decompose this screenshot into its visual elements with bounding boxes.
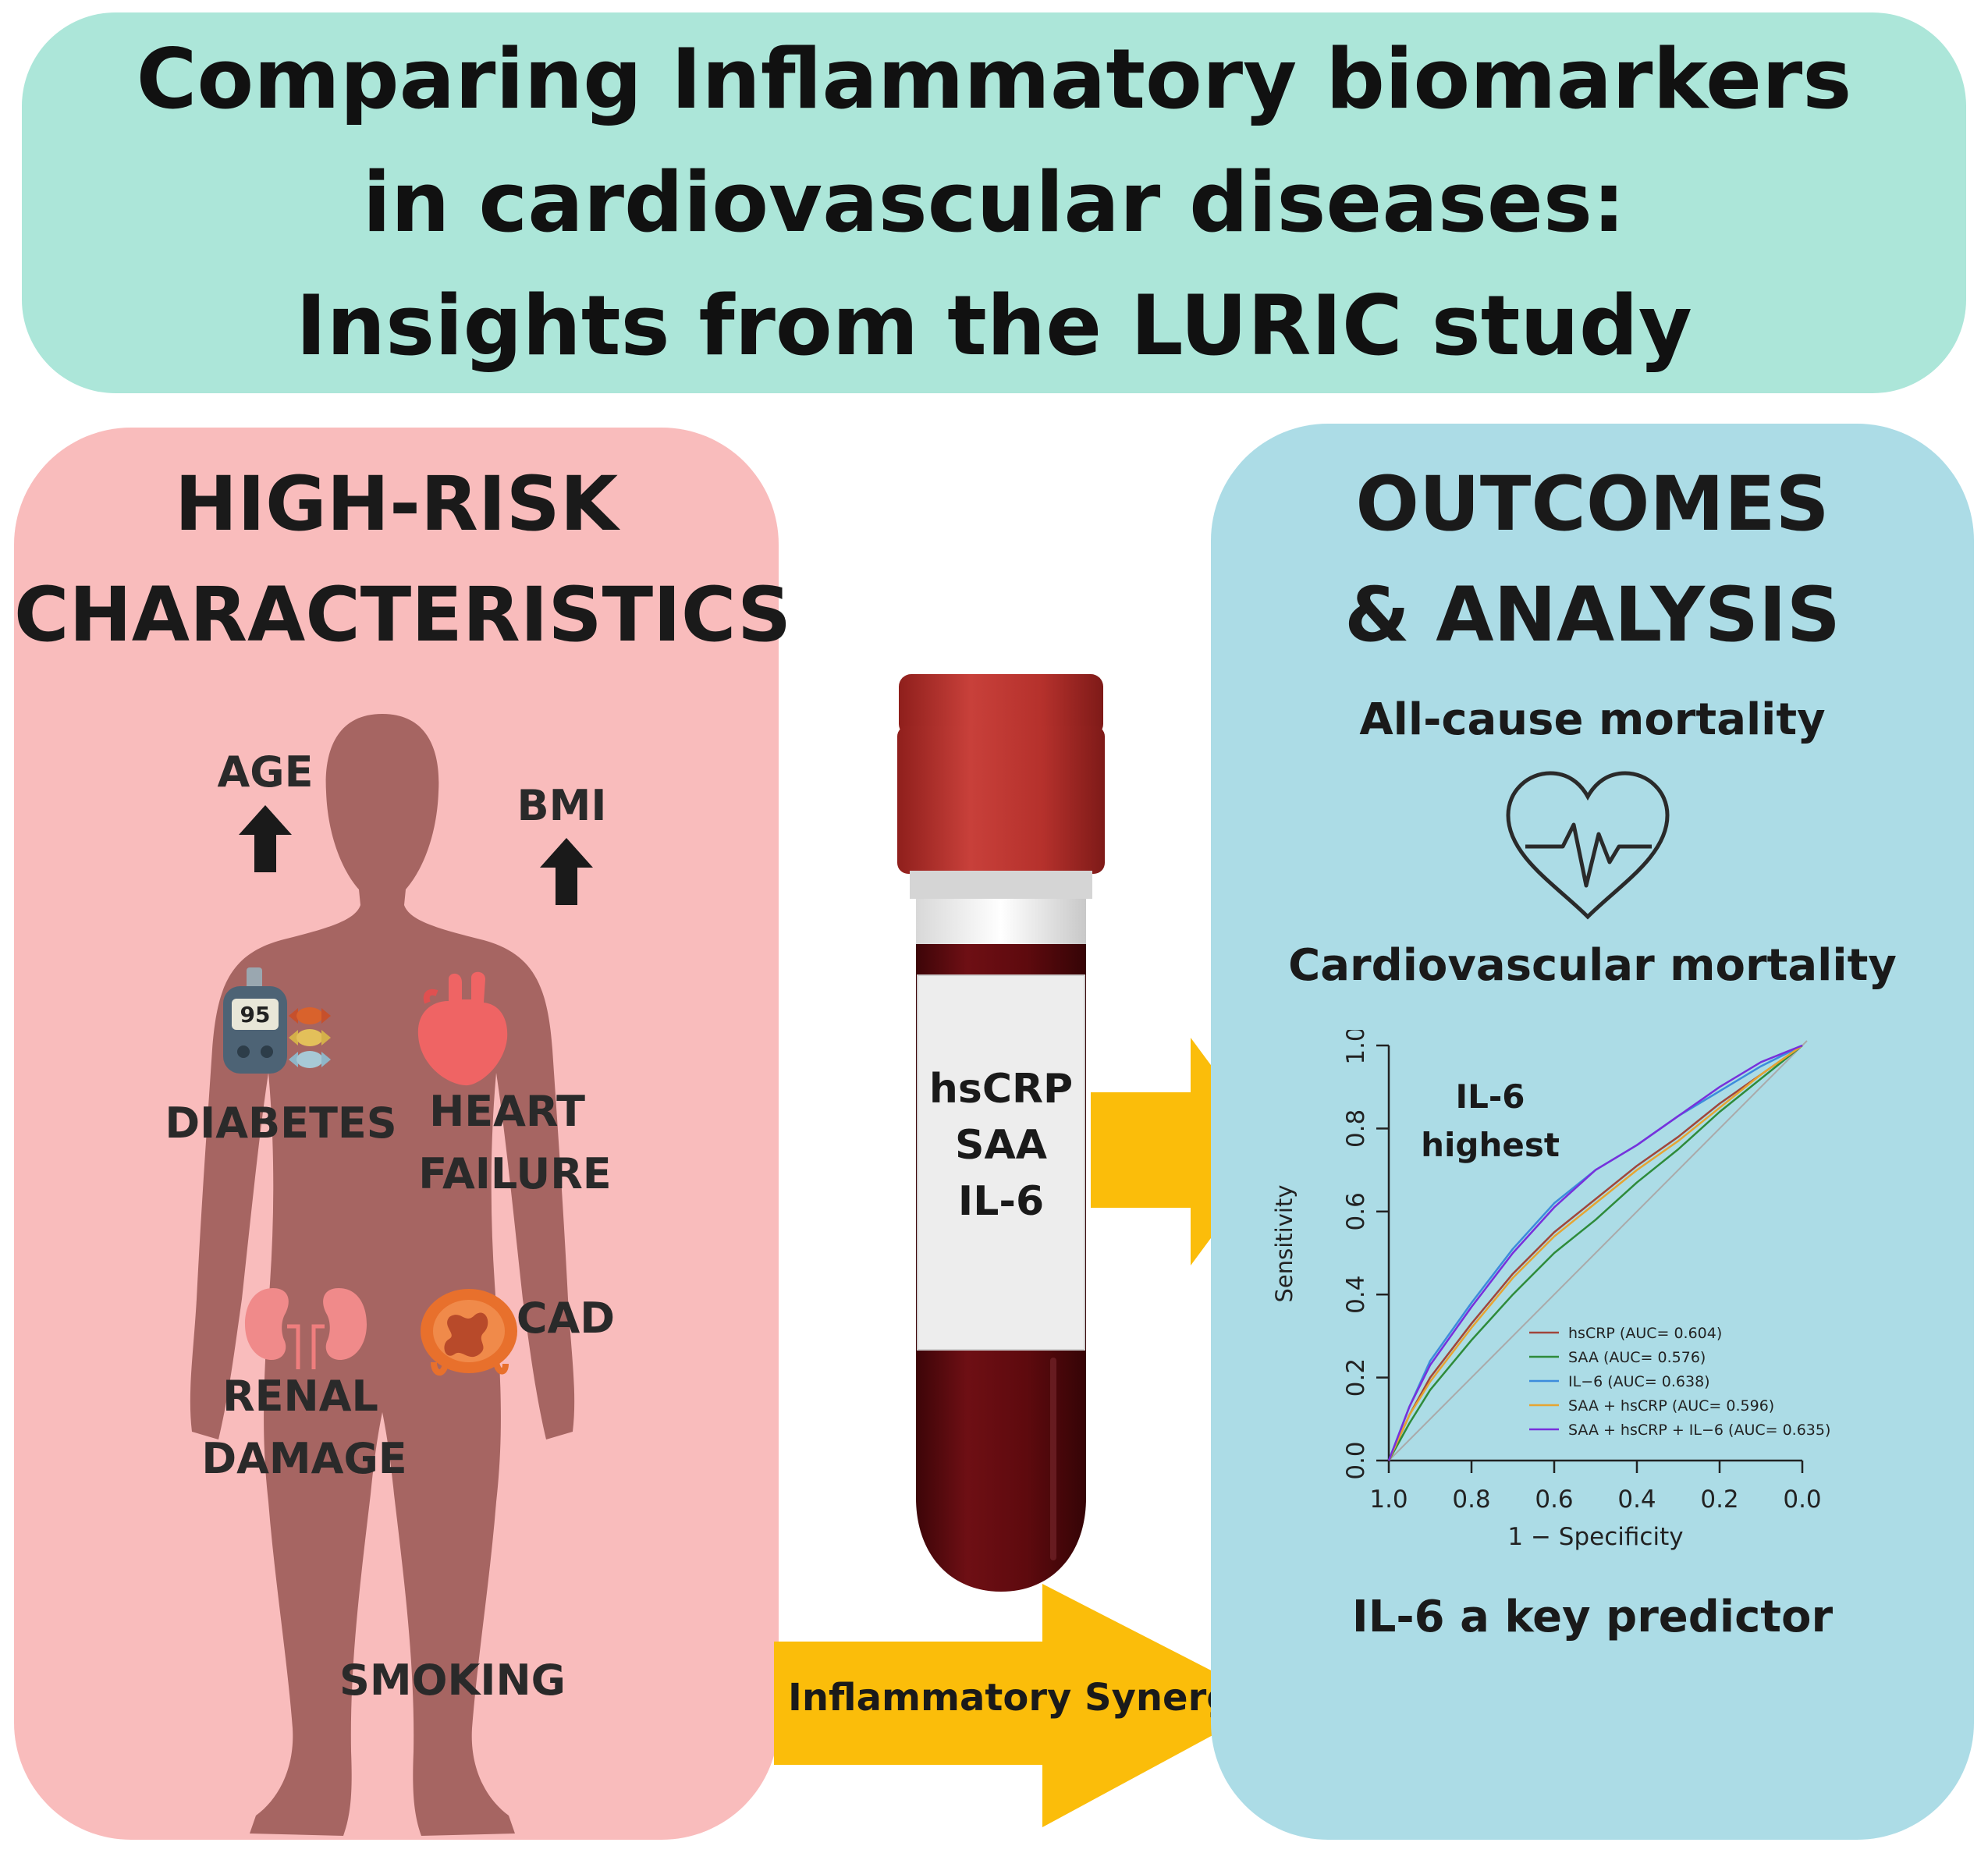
title-banner: Comparing Inflammatory biomarkers in car… bbox=[22, 12, 1966, 393]
age-label: AGE bbox=[217, 747, 314, 797]
synergy-arrow-icon bbox=[774, 1584, 1273, 1827]
y-axis-label: Sensitivity bbox=[1272, 1185, 1298, 1303]
roc-axes bbox=[1387, 1040, 1808, 1462]
outcomes-heading-line-1: OUTCOMES bbox=[1355, 460, 1830, 548]
heart-pulse-icon bbox=[1506, 771, 1670, 920]
reference-diagonal bbox=[1388, 1040, 1808, 1461]
marker-saa: SAA bbox=[955, 1122, 1047, 1169]
outcomes-panel bbox=[1211, 424, 1974, 1840]
roc-curve-3 bbox=[1387, 1044, 1803, 1461]
il6-highest-annotation: IL-6 highest bbox=[1412, 1073, 1568, 1170]
cardiovascular-mortality-label: Cardiovascular mortality bbox=[1288, 940, 1897, 991]
heart-failure-label-line-2: FAILURE bbox=[418, 1149, 612, 1198]
glucometer-icon: 95 bbox=[223, 967, 331, 1074]
y-tick-label: 0.8 bbox=[1342, 1109, 1370, 1148]
bmi-up-arrow-icon bbox=[540, 838, 593, 905]
high-risk-heading-line-2: CHARACTERISTICS bbox=[14, 571, 792, 658]
conclusion-label: IL-6 a key predictor bbox=[1351, 1592, 1834, 1642]
marker-il6: IL-6 bbox=[957, 1178, 1045, 1225]
glucometer-reading: 95 bbox=[240, 1002, 271, 1028]
y-tick-label: 0.6 bbox=[1342, 1192, 1370, 1230]
x-tick-label: 0.2 bbox=[1700, 1486, 1738, 1514]
legend-entry-1: SAA (AUC= 0.576) bbox=[1568, 1349, 1706, 1366]
y-tick-label: 0.0 bbox=[1342, 1441, 1370, 1479]
roc-chart: 0.0 0.2 0.4 0.6 0.8 1.0 1.0 0.8 0.6 0.4 0.2 0.0 Se… bbox=[1272, 1030, 1830, 1551]
diabetes-label: DIABETES bbox=[165, 1099, 397, 1148]
y-tick-label: 0.4 bbox=[1342, 1276, 1370, 1314]
marker-hscrp: hsCRP bbox=[928, 1066, 1074, 1113]
legend-entry-0: hsCRP (AUC= 0.604) bbox=[1568, 1325, 1722, 1342]
kidneys-icon bbox=[245, 1288, 367, 1369]
bmi-label: BMI bbox=[517, 781, 607, 830]
age-up-arrow-icon bbox=[239, 805, 292, 872]
tube-label: hsCRP SAA IL-6 bbox=[918, 1061, 1085, 1230]
x-tick-label: 0.8 bbox=[1452, 1486, 1490, 1514]
candy-icon bbox=[289, 1007, 331, 1068]
title-line-2: in cardiovascular diseases: bbox=[362, 154, 1626, 250]
legend-entry-4: SAA + hsCRP + IL−6 (AUC= 0.635) bbox=[1568, 1422, 1830, 1439]
roc-curve-4 bbox=[1387, 1044, 1803, 1461]
y-tick-label: 1.0 bbox=[1342, 1030, 1370, 1065]
y-tick-label: 0.2 bbox=[1342, 1358, 1370, 1397]
roc-curve-0 bbox=[1387, 1044, 1803, 1461]
title-line-1: Comparing Inflammatory biomarkers bbox=[136, 31, 1852, 127]
x-tick-label: 1.0 bbox=[1369, 1486, 1408, 1514]
renal-damage-label-line-1: RENAL bbox=[222, 1372, 378, 1421]
artery-cross-section-icon bbox=[421, 1289, 517, 1376]
x-axis-label: 1 − Specificity bbox=[1507, 1523, 1683, 1551]
high-risk-heading-line-1: HIGH-RISK bbox=[174, 460, 619, 548]
all-cause-mortality-label: All-cause mortality bbox=[1359, 694, 1826, 745]
outcomes-heading: OUTCOMES & ANALYSIS bbox=[1211, 449, 1974, 670]
chart-legend: hsCRP (AUC= 0.604) SAA (AUC= 0.576) IL−6 (… bbox=[1529, 1325, 1830, 1439]
x-tick-label: 0.6 bbox=[1535, 1486, 1573, 1514]
blood-tube-icon bbox=[897, 674, 1105, 1592]
renal-damage-label-line-2: DAMAGE bbox=[201, 1434, 407, 1483]
synergy-label: Inflammatory Synergy bbox=[788, 1676, 1258, 1720]
roc-curve-2 bbox=[1387, 1044, 1803, 1461]
x-tick-label: 0.4 bbox=[1617, 1486, 1656, 1514]
high-risk-heading: HIGH-RISK CHARACTERISTICS bbox=[14, 449, 792, 670]
cad-label: CAD bbox=[516, 1294, 616, 1343]
annotation-line-1: IL-6 bbox=[1455, 1077, 1525, 1116]
anatomical-heart-icon bbox=[417, 971, 508, 1086]
title-line-3: Insights from the LURIC study bbox=[296, 278, 1692, 374]
outcomes-heading-line-2: & ANALYSIS bbox=[1344, 571, 1841, 658]
heart-failure-label-line-1: HEART bbox=[429, 1087, 585, 1136]
x-tick-label: 0.0 bbox=[1783, 1486, 1821, 1514]
legend-entry-3: SAA + hsCRP (AUC= 0.596) bbox=[1568, 1397, 1774, 1415]
smoking-label: SMOKING bbox=[339, 1656, 566, 1705]
legend-entry-2: IL−6 (AUC= 0.638) bbox=[1568, 1373, 1710, 1390]
roc-curve-1 bbox=[1387, 1045, 1803, 1461]
annotation-line-2: highest bbox=[1421, 1126, 1560, 1164]
